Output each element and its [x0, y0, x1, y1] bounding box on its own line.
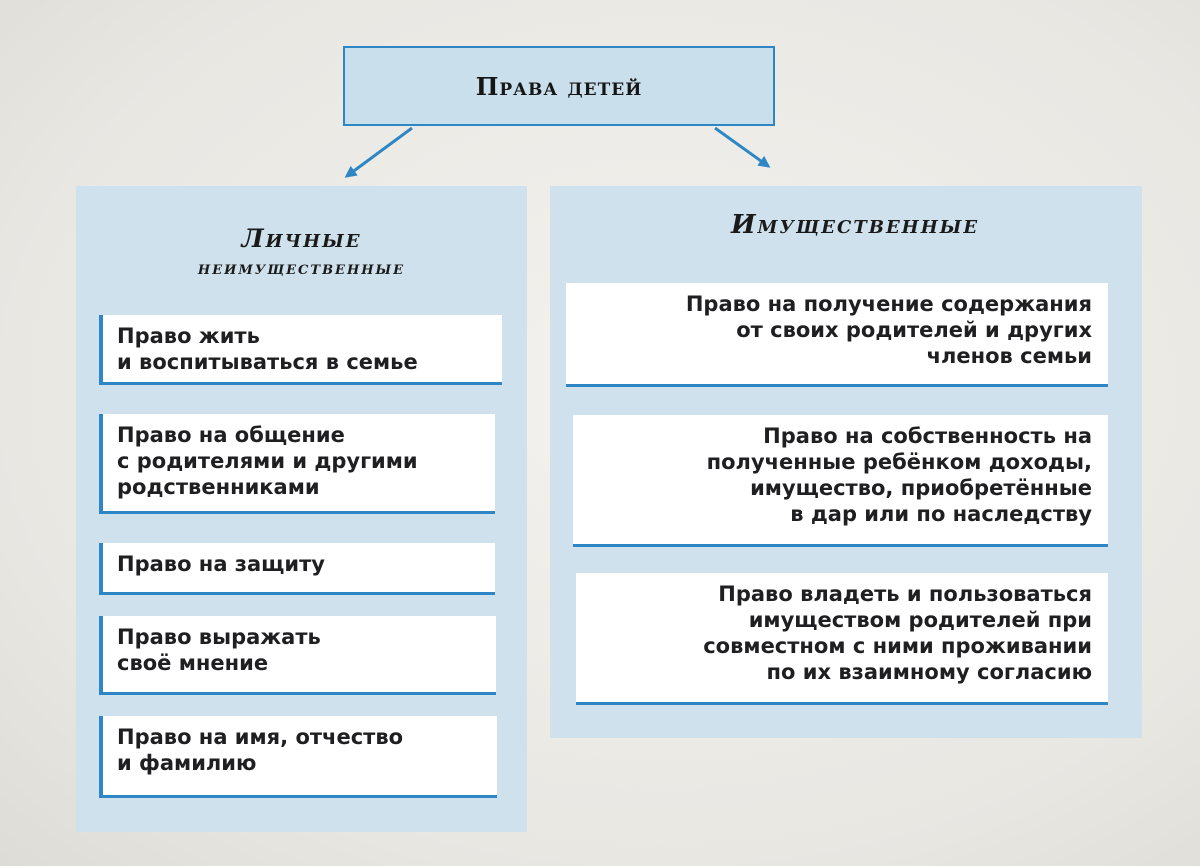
- left-item-card: Право на имя, отчество и фамилию: [99, 716, 497, 798]
- arrow-to-right-column: [714, 126, 771, 168]
- left-item-text: Право на общение с родителями и другими …: [117, 423, 418, 499]
- personal-rights-heading-line1: Личные: [241, 224, 362, 253]
- left-item-text: Право на имя, отчество и фамилию: [117, 725, 404, 775]
- right-item-text: Право владеть и пользоваться имуществом …: [703, 582, 1092, 684]
- right-item-card: Право на собственность на полученные реб…: [573, 415, 1108, 547]
- title-box: Права детей: [343, 46, 775, 126]
- left-item-card: Право на защиту: [99, 543, 495, 595]
- left-item-card: Право на общение с родителями и другими …: [99, 414, 495, 514]
- personal-rights-heading: Личные неимущественные: [76, 224, 527, 279]
- property-rights-heading: Имущественные: [730, 210, 980, 240]
- left-item-text: Право на защиту: [117, 552, 325, 576]
- arrow-to-left-column: [344, 126, 413, 178]
- right-item-card: Право владеть и пользоваться имуществом …: [576, 573, 1108, 705]
- left-item-card: Право выражать своё мнение: [99, 616, 496, 695]
- personal-rights-heading-line2: неимущественные: [197, 257, 406, 279]
- left-item-card: Право жить и воспитываться в семье: [99, 315, 502, 385]
- right-item-text: Право на получение содержания от своих р…: [685, 292, 1092, 368]
- left-item-text: Право выражать своё мнение: [117, 625, 321, 675]
- left-item-text: Право жить и воспитываться в семье: [117, 324, 418, 374]
- right-item-card: Право на получение содержания от своих р…: [566, 283, 1108, 387]
- right-item-text: Право на собственность на полученные реб…: [706, 424, 1092, 526]
- diagram-title: Права детей: [475, 71, 643, 101]
